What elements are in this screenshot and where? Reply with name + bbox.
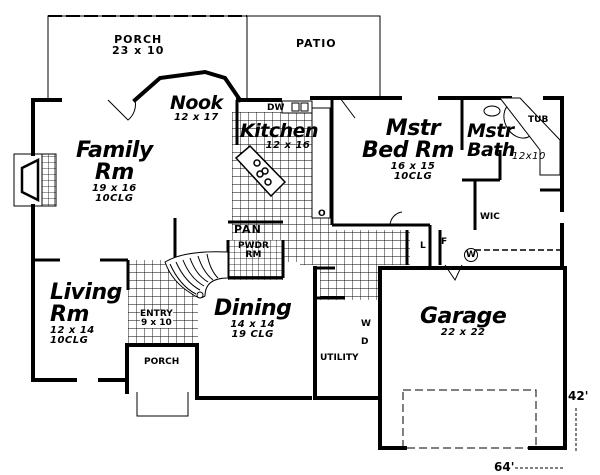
overall-width-label: 64' [494, 460, 515, 474]
dryer-label: D [361, 337, 369, 347]
room-ceiling: 19 CLG [231, 329, 274, 340]
master-bedroom-label: Mstr Bed Rm 16 x 15 10CLG [362, 116, 454, 182]
room-name: ENTRY [140, 309, 173, 319]
room-size: 23 x 10 [112, 44, 165, 57]
garage-door-outline [402, 389, 537, 449]
wic-label: WIC [480, 212, 500, 222]
room-name: Dining [214, 296, 292, 321]
room-size: 19 x 16 [91, 183, 137, 194]
room-ceiling: 10CLG [95, 193, 134, 204]
nook-label: Nook 12 x 17 [170, 94, 223, 123]
water-heater-label: W [464, 248, 478, 262]
rear-porch-label: PORCH 23 x 10 [112, 34, 164, 56]
powder-room-label: PWDR RM [238, 242, 269, 260]
room-name: Family [76, 138, 153, 163]
pantry-label: PAN [234, 223, 262, 236]
overall-depth-label: 42' [568, 389, 589, 403]
room-name-2: Rm [50, 302, 89, 327]
patio-label: PATIO [296, 37, 337, 50]
room-size: 12 x 16 [265, 140, 311, 151]
kitchen-label: Kitchen 12 x 16 [240, 120, 319, 151]
room-name: Mstr [385, 116, 441, 141]
fireplace [13, 153, 57, 207]
room-name-2: RM [245, 250, 262, 260]
family-room-label: Family Rm 19 x 16 10CLG [76, 140, 153, 204]
living-room-label: Living Rm 12 x 14 10CLG [50, 282, 122, 346]
tub-label: TUB [528, 115, 549, 125]
room-size: 9 x 10 [140, 318, 172, 328]
room-ceiling: 10CLG [50, 335, 89, 346]
room-name-2: Bed Rm [362, 138, 454, 163]
room-size: 14 x 14 [230, 319, 276, 330]
dining-label: Dining 14 x 14 19 CLG [214, 296, 292, 340]
utility-label: UTILITY [320, 353, 359, 363]
room-name: PWDR [238, 241, 269, 251]
washer-label: W [361, 319, 371, 329]
rear-porch-outline [47, 15, 381, 98]
room-size: 12 x 17 [173, 112, 219, 123]
room-name: Kitchen [240, 120, 319, 142]
room-name: Mstr [467, 120, 514, 142]
room-size: 12 x 14 [50, 325, 95, 336]
curved-staircase [164, 251, 229, 299]
room-name: Nook [170, 92, 223, 114]
freezer-label: F [441, 237, 448, 247]
master-bath-size: 12x10 [512, 151, 546, 162]
room-name-2: Rm [94, 160, 134, 185]
room-name: PORCH [114, 33, 163, 46]
oven-label: O [318, 209, 326, 219]
room-size: 22 x 22 [440, 327, 486, 338]
room-ceiling: 10CLG [393, 171, 433, 182]
linen-closet-label: L [420, 241, 426, 251]
room-size: 16 x 15 [390, 161, 436, 172]
room-name-2: Bath [467, 139, 515, 161]
entry-label: ENTRY 9 x 10 [140, 310, 173, 328]
room-name: Garage [420, 304, 507, 329]
kitchen-island [234, 144, 287, 198]
front-porch-label: PORCH [144, 357, 180, 367]
bath-fixtures [483, 97, 561, 176]
master-bath-label: Mstr Bath [467, 122, 515, 160]
dimension-lines [515, 408, 577, 469]
dishwasher-label: DW [267, 103, 285, 113]
garage-label: Garage 22 x 22 [420, 304, 507, 338]
room-name: Living [50, 280, 122, 305]
